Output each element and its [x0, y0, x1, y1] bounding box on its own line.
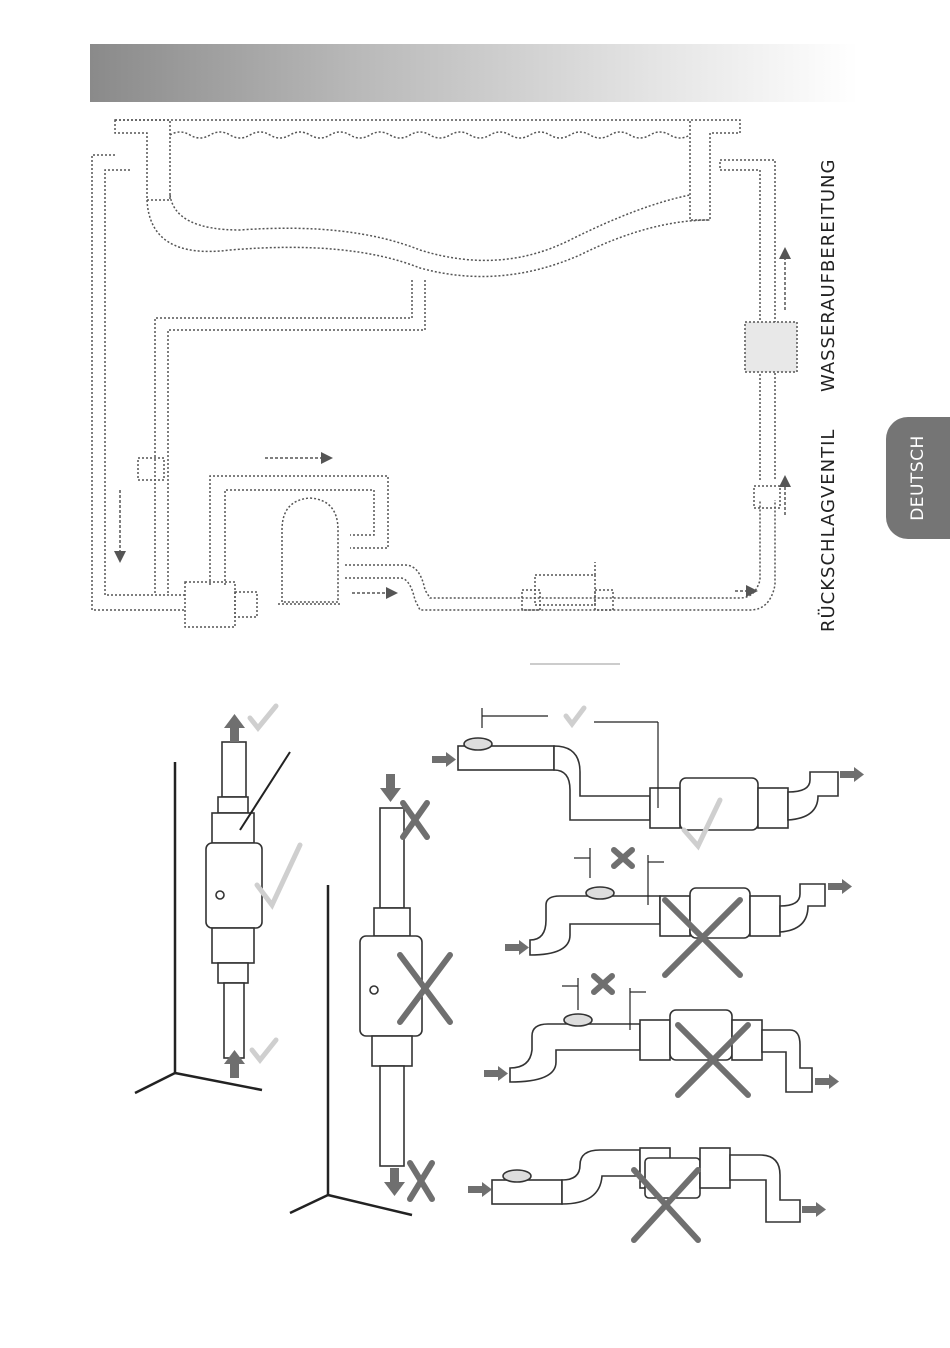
water-treatment-unit [745, 322, 797, 372]
horizontal-install-2 [530, 884, 825, 955]
horizontal-install-3 [510, 1010, 812, 1092]
valve-symbol-left [138, 458, 164, 480]
horizontal-install-1 [458, 738, 838, 830]
pool-basin-outer [147, 200, 710, 276]
check-valve-symbol [754, 486, 780, 508]
flow-arrows [120, 250, 785, 593]
water-surface [170, 132, 690, 138]
skimmer-line-inner [105, 170, 185, 595]
check-icon [250, 706, 300, 1060]
vertical-install-incorrect [360, 808, 422, 1166]
pool-basin-inner [170, 195, 690, 260]
inline-device [522, 562, 613, 610]
pool-rim-left [115, 120, 170, 200]
return-line-inner [345, 500, 775, 610]
pool-circuit [92, 120, 775, 610]
return-to-pool [720, 160, 775, 480]
return-line-outer [345, 500, 760, 598]
pump [185, 582, 257, 627]
sand-filter [278, 498, 342, 604]
pump-filter-loop-inner [225, 490, 374, 585]
pump-filter-loop-outer [210, 476, 388, 585]
vertical-install-correct [206, 742, 290, 1058]
skimmer-line-outer [92, 155, 185, 610]
